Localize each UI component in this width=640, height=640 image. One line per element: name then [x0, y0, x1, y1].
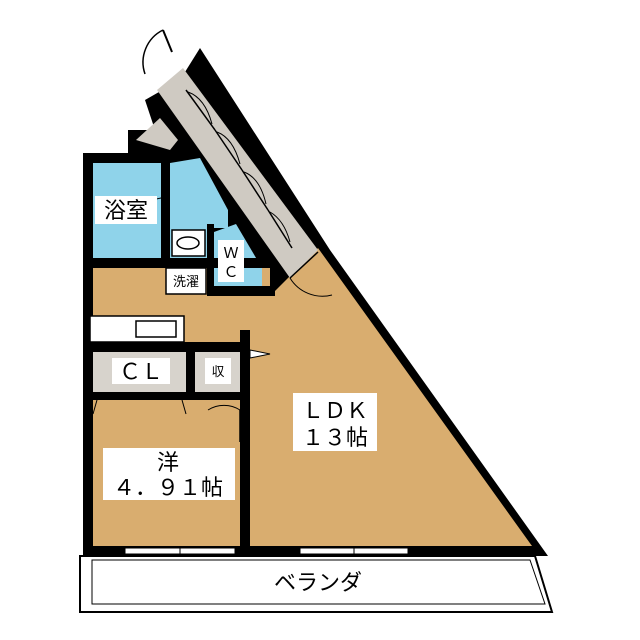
storage-door-marker-icon: [249, 349, 271, 359]
front-door-arc-icon: [142, 29, 164, 75]
wall-wc-ldk: [207, 286, 275, 296]
wc-label-top: Ｗ: [223, 244, 238, 262]
front-door-leaf: [162, 29, 173, 53]
bedroom-size: ４．９１帖: [113, 476, 223, 501]
shoe-storage: [185, 89, 293, 249]
ldk-door-leaf: [289, 251, 319, 279]
entrance-step: [136, 118, 178, 150]
washbasin-bowl: [176, 236, 200, 250]
ldk-size: １３帖: [302, 426, 368, 451]
door-arc-icon: [243, 171, 267, 205]
storage-label: 収: [211, 365, 224, 380]
wall-bath-ldk: [83, 258, 275, 268]
wall-wash-wc: [207, 224, 214, 286]
bath-label-bg: [95, 196, 157, 224]
wall-closet-divider: [186, 352, 195, 392]
balcony-inner-line: [91, 559, 546, 605]
closet-label-bg: [112, 358, 170, 384]
door-arc-icon: [216, 131, 241, 165]
wall-closet-top: [83, 342, 250, 352]
bedroom-label-bg: [103, 448, 235, 500]
bedroom-label: 洋: [157, 451, 179, 476]
wall-bedroom-ldk: [240, 330, 250, 546]
laundry-box: [165, 267, 207, 295]
door-arc-icon: [269, 211, 291, 243]
balcony: ベランダ: [79, 555, 554, 613]
closet-door-mark: [181, 399, 187, 415]
bedroom-door-arc-icon: [207, 404, 241, 411]
kitchen-sink: [135, 320, 177, 338]
closet-label: ＣＬ: [119, 360, 163, 385]
ldk-label: ＬＤＫ: [302, 399, 368, 424]
wc-label-bg: [218, 240, 244, 282]
wall-closet-bottom: [83, 392, 250, 400]
door-arc-icon: [187, 91, 213, 125]
wc-label-bottom: Ｃ: [223, 263, 238, 281]
ldk-label-bg: [293, 393, 377, 451]
bath-label: 浴室: [104, 199, 148, 224]
storage-label-bg: [205, 358, 231, 384]
closet-door-mark: [92, 399, 98, 415]
laundry-label: 洗濯: [173, 275, 199, 290]
ldk-door-arc-icon: [289, 277, 333, 297]
wall-bath-wash: [161, 158, 170, 258]
balcony-label: ベランダ: [274, 571, 362, 596]
